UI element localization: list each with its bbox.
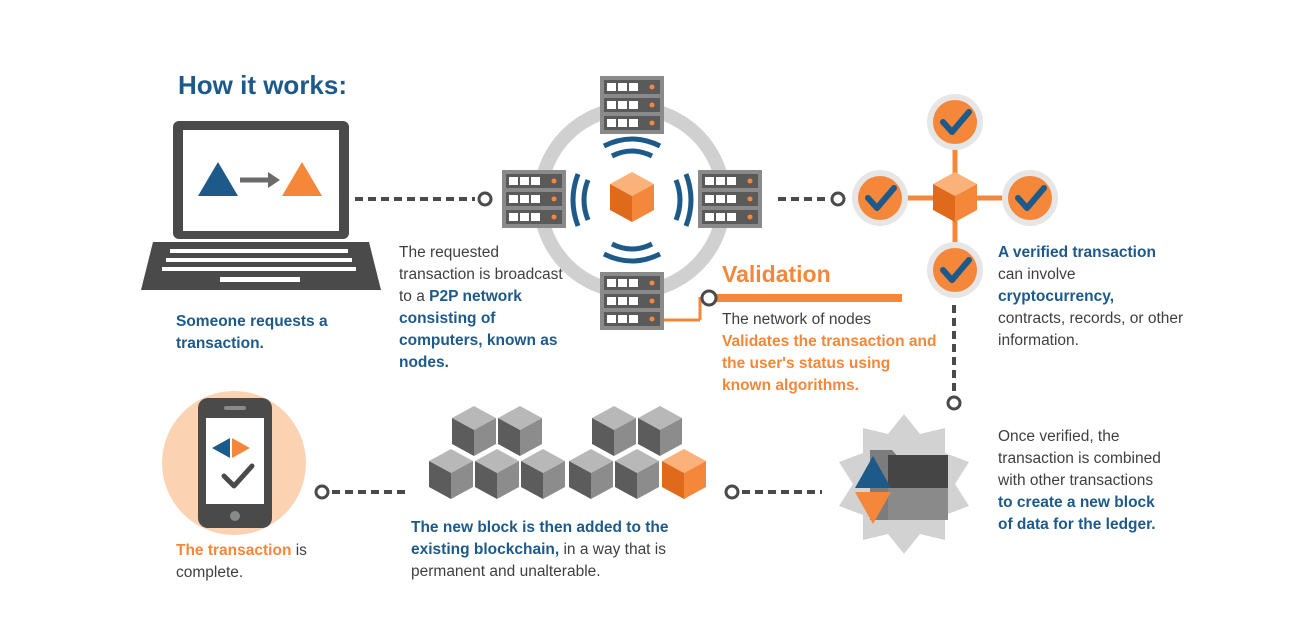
step4-plain2: contracts, records, or other information…	[998, 310, 1184, 349]
step1-text: Someone requests a transaction.	[176, 313, 328, 352]
step1-caption: Someone requests a transaction.	[176, 311, 376, 355]
step6-bold: The new block is then added to the exist…	[411, 519, 669, 558]
phone-icon	[162, 391, 306, 535]
step6-caption: The new block is then added to the exist…	[411, 517, 711, 583]
step5-bold: to create a new block of data for the le…	[998, 494, 1156, 533]
step4-bold1: A verified transaction	[998, 244, 1156, 261]
step3-highlight: Validates the transaction and the user's…	[722, 333, 937, 394]
page-title: How it works:	[178, 70, 348, 100]
p2p-network-icon	[502, 76, 762, 330]
step3-plain: The network of nodes	[722, 311, 872, 328]
step5-caption: Once verified, the transaction is combin…	[998, 426, 1163, 536]
step7-highlight: The transaction	[176, 542, 292, 559]
connector-lines	[314, 191, 962, 500]
step7-plain: is complete.	[176, 542, 307, 581]
step4-plain1: can involve	[998, 266, 1076, 283]
step2-caption: The requested transaction is broadcast t…	[399, 242, 569, 374]
step4-bold2: cryptocurrency,	[998, 288, 1115, 305]
blockchain-icon	[429, 406, 706, 499]
step2-bold: P2P network consisting of computers, kno…	[399, 288, 558, 371]
step6-plain: in a way that is permanent and unalterab…	[411, 541, 666, 580]
validation-heading: Validation	[722, 261, 831, 287]
step4-caption: A verified transaction can involve crypt…	[998, 242, 1193, 352]
laptop-icon	[141, 121, 381, 290]
verified-checks-icon	[852, 94, 1058, 298]
validation-line	[700, 289, 902, 307]
step5-plain: Once verified, the transaction is combin…	[998, 428, 1161, 489]
step3-caption: The network of nodes Validates the trans…	[722, 309, 937, 397]
step2-plain: The requested transaction is broadcast t…	[399, 244, 563, 305]
step7-caption: The transaction is complete.	[176, 540, 346, 584]
new-block-icon	[839, 414, 969, 554]
